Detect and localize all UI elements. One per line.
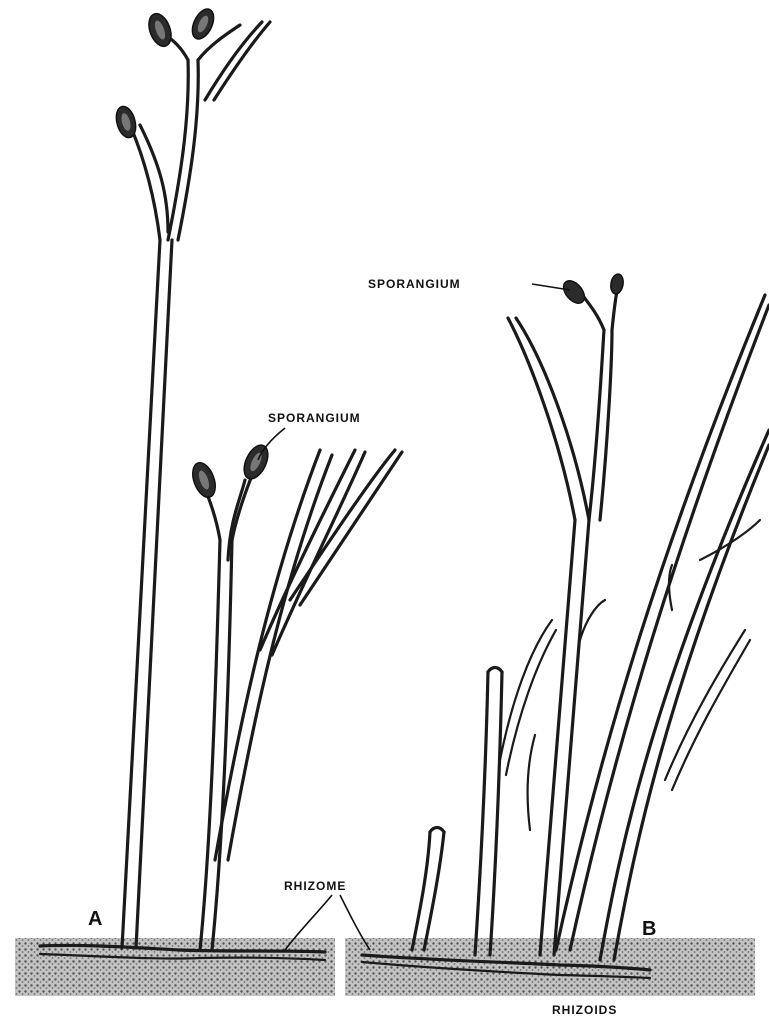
- label-sporangium-b: SPORANGIUM: [368, 277, 461, 291]
- plant-a: [40, 6, 402, 960]
- label-sporangium-a: SPORANGIUM: [268, 411, 361, 425]
- sporangium-b2: [609, 273, 624, 295]
- label-rhizome: RHIZOME: [284, 879, 346, 893]
- plant-b: [362, 273, 769, 978]
- label-panel-b: B: [642, 918, 657, 940]
- label-rhizoids: RHIZOIDS: [552, 1003, 617, 1017]
- soil-layer-b: [345, 938, 755, 996]
- label-panel-a: A: [88, 908, 103, 930]
- sporangium-b1: [560, 277, 589, 307]
